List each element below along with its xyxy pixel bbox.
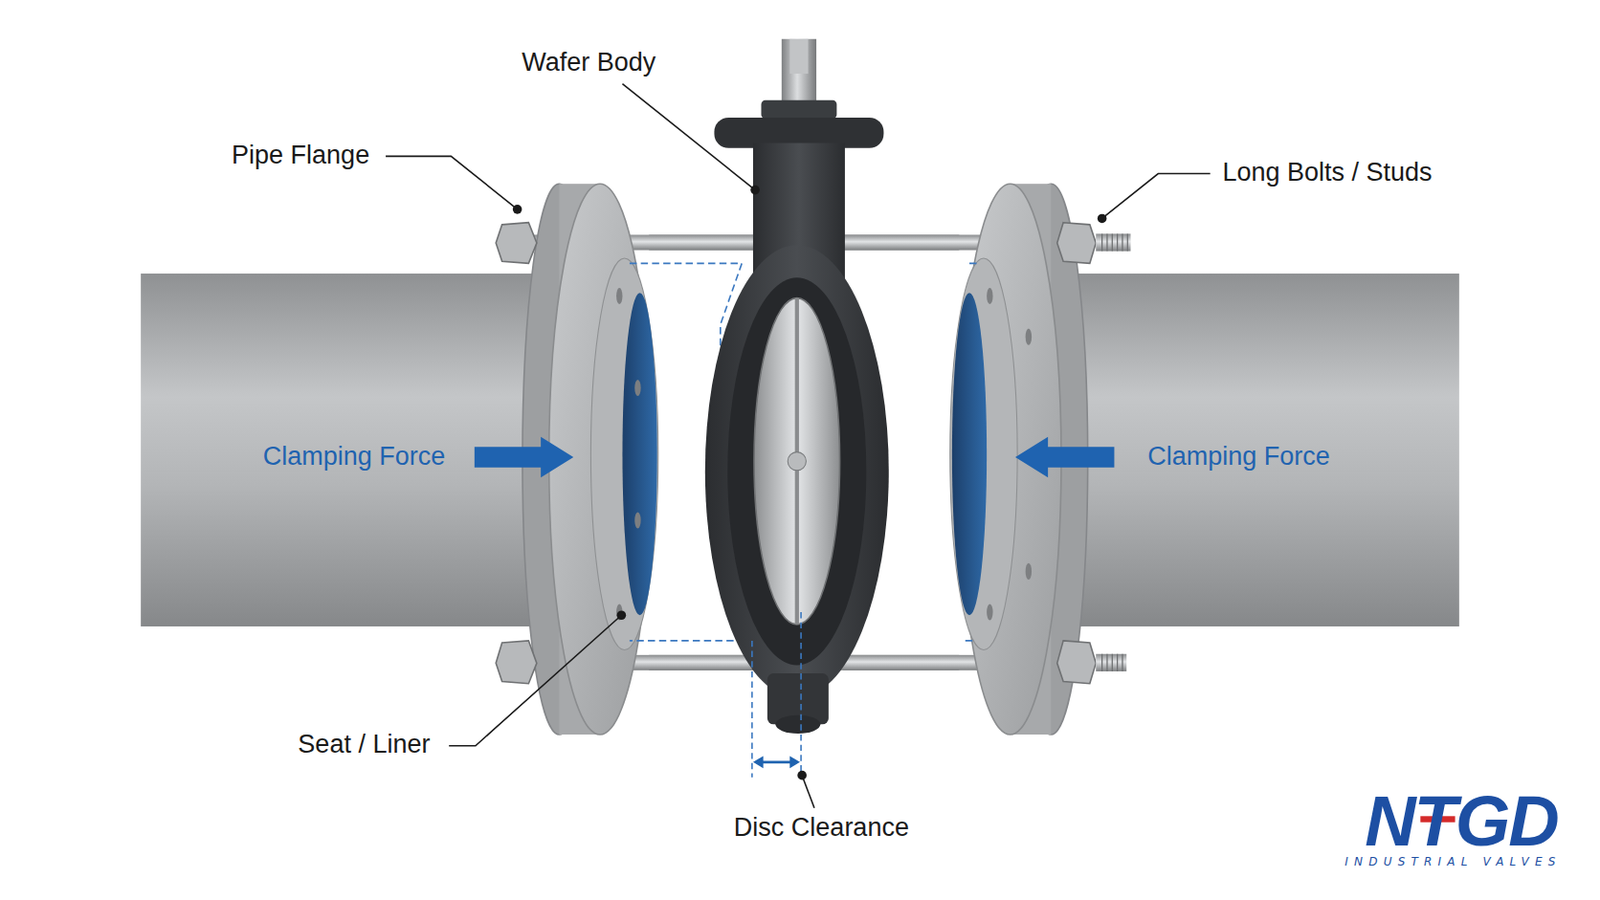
bolt-hole — [616, 288, 623, 305]
leader-dot — [797, 771, 807, 781]
stem-collar — [760, 100, 837, 119]
pipe-bore — [952, 292, 987, 616]
part-label: Seat / Liner — [297, 732, 430, 761]
bottom-boss-cap — [775, 715, 821, 734]
dimension-label: Disc Clearance — [733, 814, 910, 844]
stem-flat — [789, 39, 808, 74]
leader-line — [448, 615, 622, 746]
bolt-hole — [986, 604, 993, 622]
bolt-hole — [634, 512, 641, 530]
raised-face — [590, 258, 658, 650]
seat-liner-outline — [965, 263, 978, 642]
wafer-valve — [705, 39, 889, 734]
hex-nut — [1057, 641, 1097, 685]
dimension-line — [751, 641, 754, 778]
long-bolt-rod — [648, 235, 756, 251]
force-label: Clamping Force — [263, 443, 446, 472]
logo-tagline: INDUSTRIAL VALVES — [1344, 857, 1561, 870]
leader-dot — [750, 185, 760, 196]
part-label: Pipe Flange — [231, 141, 370, 171]
bolt-hole — [1025, 329, 1032, 346]
pipe-bore — [622, 292, 657, 616]
leader-dot — [512, 204, 523, 215]
long-bolt-rod — [648, 655, 756, 671]
hex-nut — [1057, 222, 1097, 265]
force-label: Clamping Force — [1147, 443, 1331, 472]
bolt-hole — [986, 288, 993, 305]
valve-disc — [754, 298, 841, 625]
stud-thread — [1095, 233, 1131, 251]
disc-hub — [787, 452, 806, 471]
leader-dot — [617, 610, 627, 621]
leader-lines — [385, 84, 1211, 809]
leader-line — [385, 155, 518, 209]
part-label: Long Bolts / Studs — [1222, 158, 1432, 188]
clamping-arrow — [1015, 437, 1114, 479]
bolt-nuts — [495, 222, 1131, 685]
dimension-arrowhead — [753, 755, 764, 769]
hex-nut — [495, 222, 537, 265]
long-bolt-rod — [843, 655, 960, 671]
bolt-hole — [634, 379, 641, 397]
leader-line — [801, 776, 815, 809]
wafer-body — [705, 244, 889, 698]
body-bore — [727, 277, 867, 666]
dimension-arrow — [759, 760, 793, 764]
leader-dots — [512, 185, 1108, 781]
dimension-arrowhead — [789, 755, 800, 769]
hex-nut — [495, 641, 537, 685]
raised-face — [950, 258, 1018, 650]
long-bolt-rod — [843, 235, 960, 251]
clamping-arrow — [474, 437, 574, 479]
leader-line — [622, 84, 756, 191]
leader-line — [1102, 174, 1211, 220]
dimension-line — [800, 612, 802, 778]
logo-wordmark: NTGD — [1364, 783, 1558, 862]
leader-dot — [1097, 214, 1108, 224]
part-label: Wafer Body — [521, 48, 656, 78]
bolt-hole — [1025, 563, 1032, 580]
